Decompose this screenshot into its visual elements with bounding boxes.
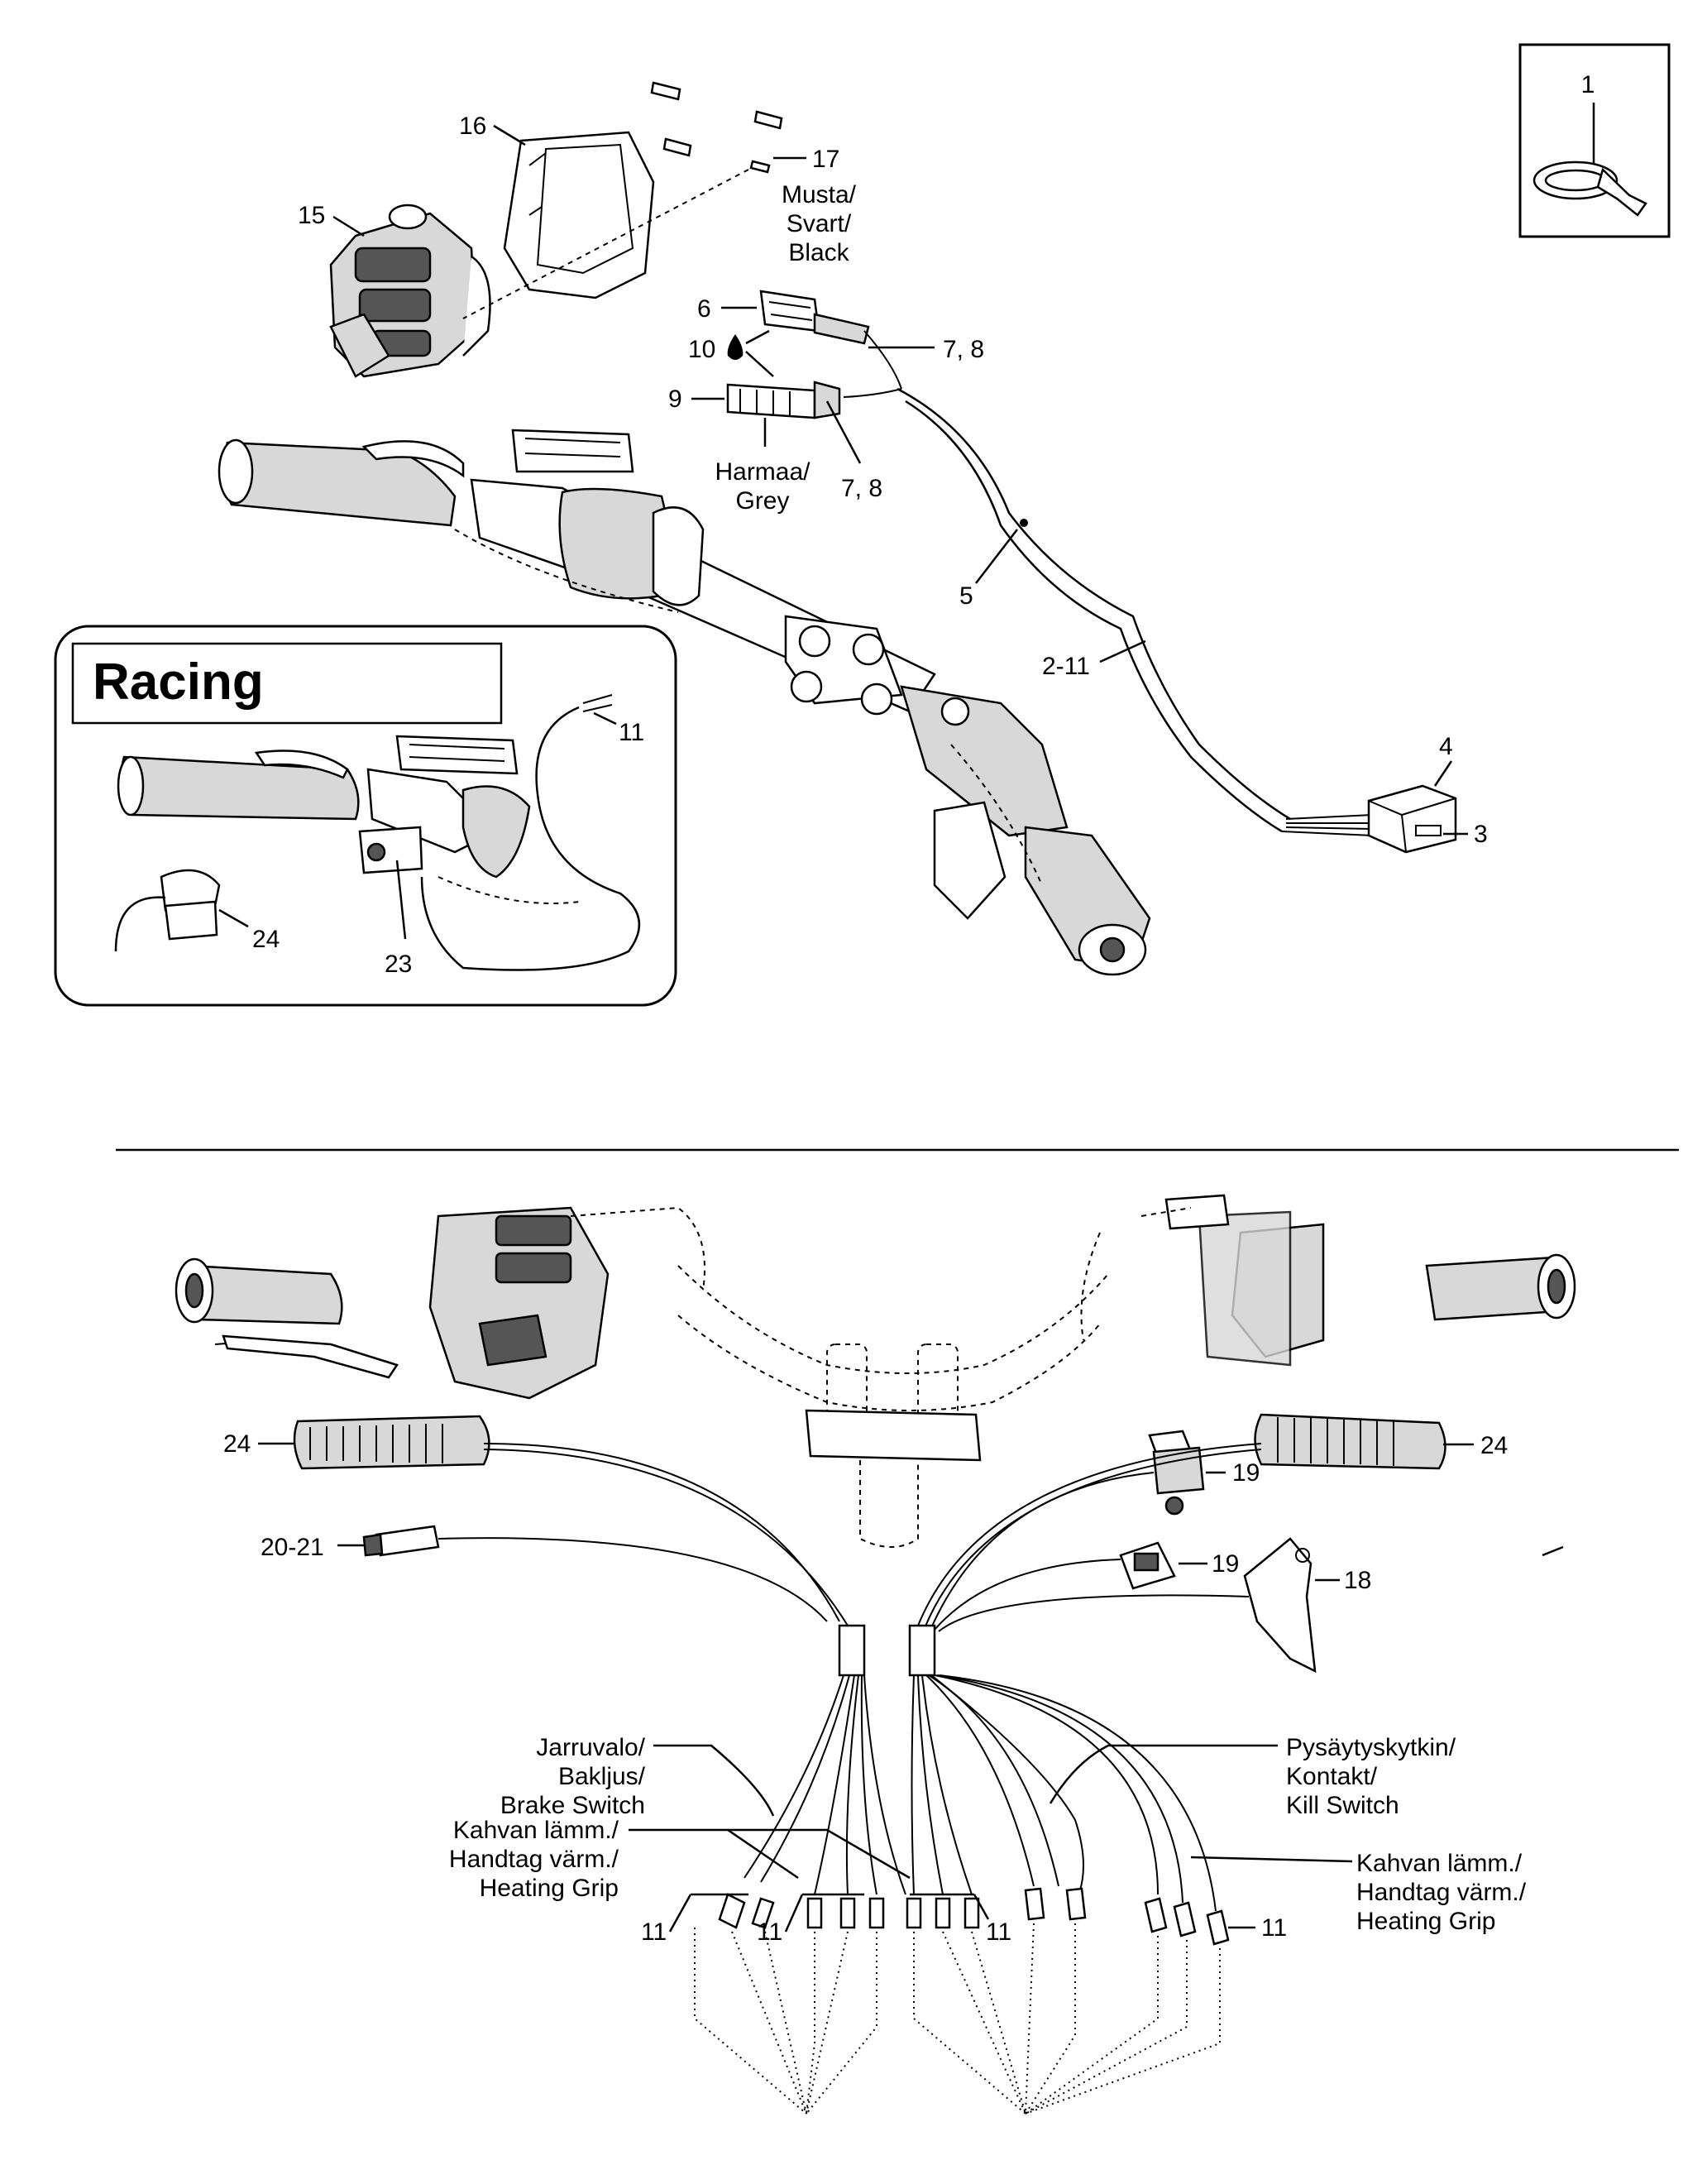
heating-grip-left bbox=[293, 1415, 490, 1470]
part-1-box: 1 bbox=[1518, 43, 1671, 238]
callout-19-a: 19 bbox=[1232, 1459, 1260, 1487]
terminal-links bbox=[694, 1923, 1221, 2115]
label-black-2: Svart/ bbox=[787, 210, 852, 237]
callout-18: 18 bbox=[1344, 1567, 1371, 1594]
label-kill-3: Kill Switch bbox=[1286, 1792, 1399, 1819]
switch-housing-15 bbox=[329, 204, 491, 378]
callout-15: 15 bbox=[298, 202, 325, 229]
callout-4: 4 bbox=[1439, 733, 1453, 760]
callout-11-inset: 11 bbox=[619, 719, 644, 746]
label-grey-1: Harmaa/ bbox=[715, 458, 810, 486]
callout-9: 9 bbox=[668, 386, 682, 413]
brake-switch-18 bbox=[1243, 1537, 1317, 1674]
screws-17 bbox=[462, 81, 783, 319]
right-leads bbox=[911, 1674, 1217, 1912]
callout-3: 3 bbox=[1474, 821, 1488, 848]
label-heat-left-3: Heating Grip bbox=[480, 1875, 619, 1902]
label-black-1: Musta/ bbox=[782, 181, 857, 208]
wire-bundle-right bbox=[908, 1443, 1262, 1677]
callout-5: 5 bbox=[959, 582, 973, 610]
label-black-3: Black bbox=[788, 239, 849, 266]
callout-24-inset: 24 bbox=[252, 926, 280, 953]
connector-20-21 bbox=[362, 1525, 440, 1557]
racing-inset: Racing 11 24 23 bbox=[54, 625, 677, 1007]
callout-10: 10 bbox=[688, 336, 715, 363]
callout-7-8-b: 7, 8 bbox=[841, 475, 882, 502]
label-grey-2: Grey bbox=[735, 487, 789, 515]
callout-17: 17 bbox=[812, 146, 839, 173]
callout-24-right: 24 bbox=[1480, 1432, 1508, 1459]
callout-23: 23 bbox=[385, 951, 412, 978]
cable-tie-icon bbox=[1532, 160, 1647, 217]
droplet-icon bbox=[727, 334, 744, 360]
callout-11-b2: 11 bbox=[757, 1918, 782, 1946]
label-heat-right-1: Kahvan lämm./ bbox=[1356, 1850, 1523, 1877]
kill-switch-19 bbox=[1119, 1430, 1205, 1590]
label-brake-3: Brake Switch bbox=[500, 1792, 645, 1819]
callout-1: 1 bbox=[1581, 71, 1595, 98]
harness-5 bbox=[843, 330, 1374, 836]
connector-3-4 bbox=[1367, 784, 1457, 854]
label-kill-2: Kontakt/ bbox=[1286, 1763, 1378, 1790]
callout-19-b: 19 bbox=[1212, 1550, 1239, 1578]
terminals-11 bbox=[718, 1887, 1230, 1946]
callout-11-b4: 11 bbox=[1261, 1914, 1287, 1942]
connector-6 bbox=[759, 290, 870, 345]
label-heat-right-2: Handtag värm./ bbox=[1356, 1879, 1527, 1906]
label-brake-1: Jarruvalo/ bbox=[536, 1734, 645, 1761]
wire-bundle-left bbox=[438, 1443, 866, 1677]
callout-24-left: 24 bbox=[223, 1430, 251, 1458]
connector-9 bbox=[726, 381, 841, 419]
callout-2-11: 2-11 bbox=[1042, 653, 1090, 680]
callout-16: 16 bbox=[459, 113, 486, 140]
callout-11-b1: 11 bbox=[641, 1918, 667, 1946]
handlebar-top bbox=[218, 429, 1151, 976]
handlebar-bottom bbox=[175, 1194, 1576, 1548]
label-kill-1: Pysäytyskytkin/ bbox=[1286, 1734, 1456, 1761]
label-heat-left-1: Kahvan lämm./ bbox=[453, 1817, 619, 1844]
label-brake-2: Bakljus/ bbox=[558, 1763, 646, 1790]
label-heat-left-2: Handtag värm./ bbox=[449, 1846, 619, 1873]
callout-7-8-a: 7, 8 bbox=[943, 336, 984, 363]
cover-16 bbox=[503, 131, 655, 299]
callout-20-21: 20-21 bbox=[261, 1534, 324, 1561]
callout-11-b3: 11 bbox=[986, 1918, 1011, 1946]
heating-grip-right bbox=[1254, 1413, 1446, 1470]
label-heat-right-3: Heating Grip bbox=[1356, 1908, 1495, 1935]
callout-6: 6 bbox=[697, 295, 711, 323]
racing-title: Racing bbox=[93, 654, 264, 711]
